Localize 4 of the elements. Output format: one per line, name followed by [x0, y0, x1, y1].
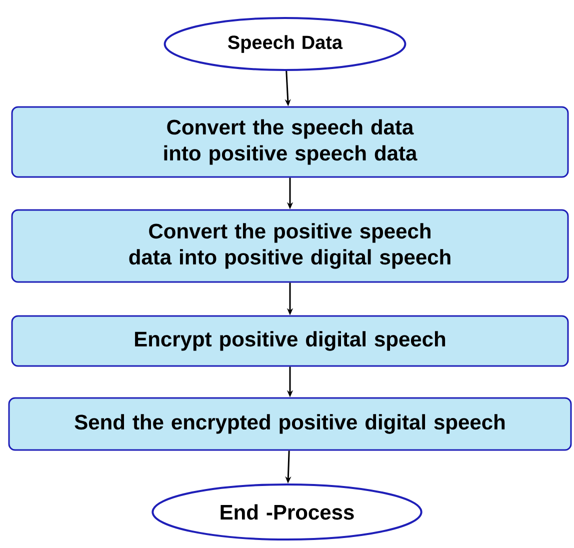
process-box: Convert the speech data into positive speech data — [11, 106, 569, 178]
process-box: Send the encrypted positive digital speech — [8, 397, 572, 451]
process-box: Convert the positive speech data into positive digital speech — [11, 209, 569, 283]
process-box: Encrypt positive digital speech — [11, 315, 569, 367]
